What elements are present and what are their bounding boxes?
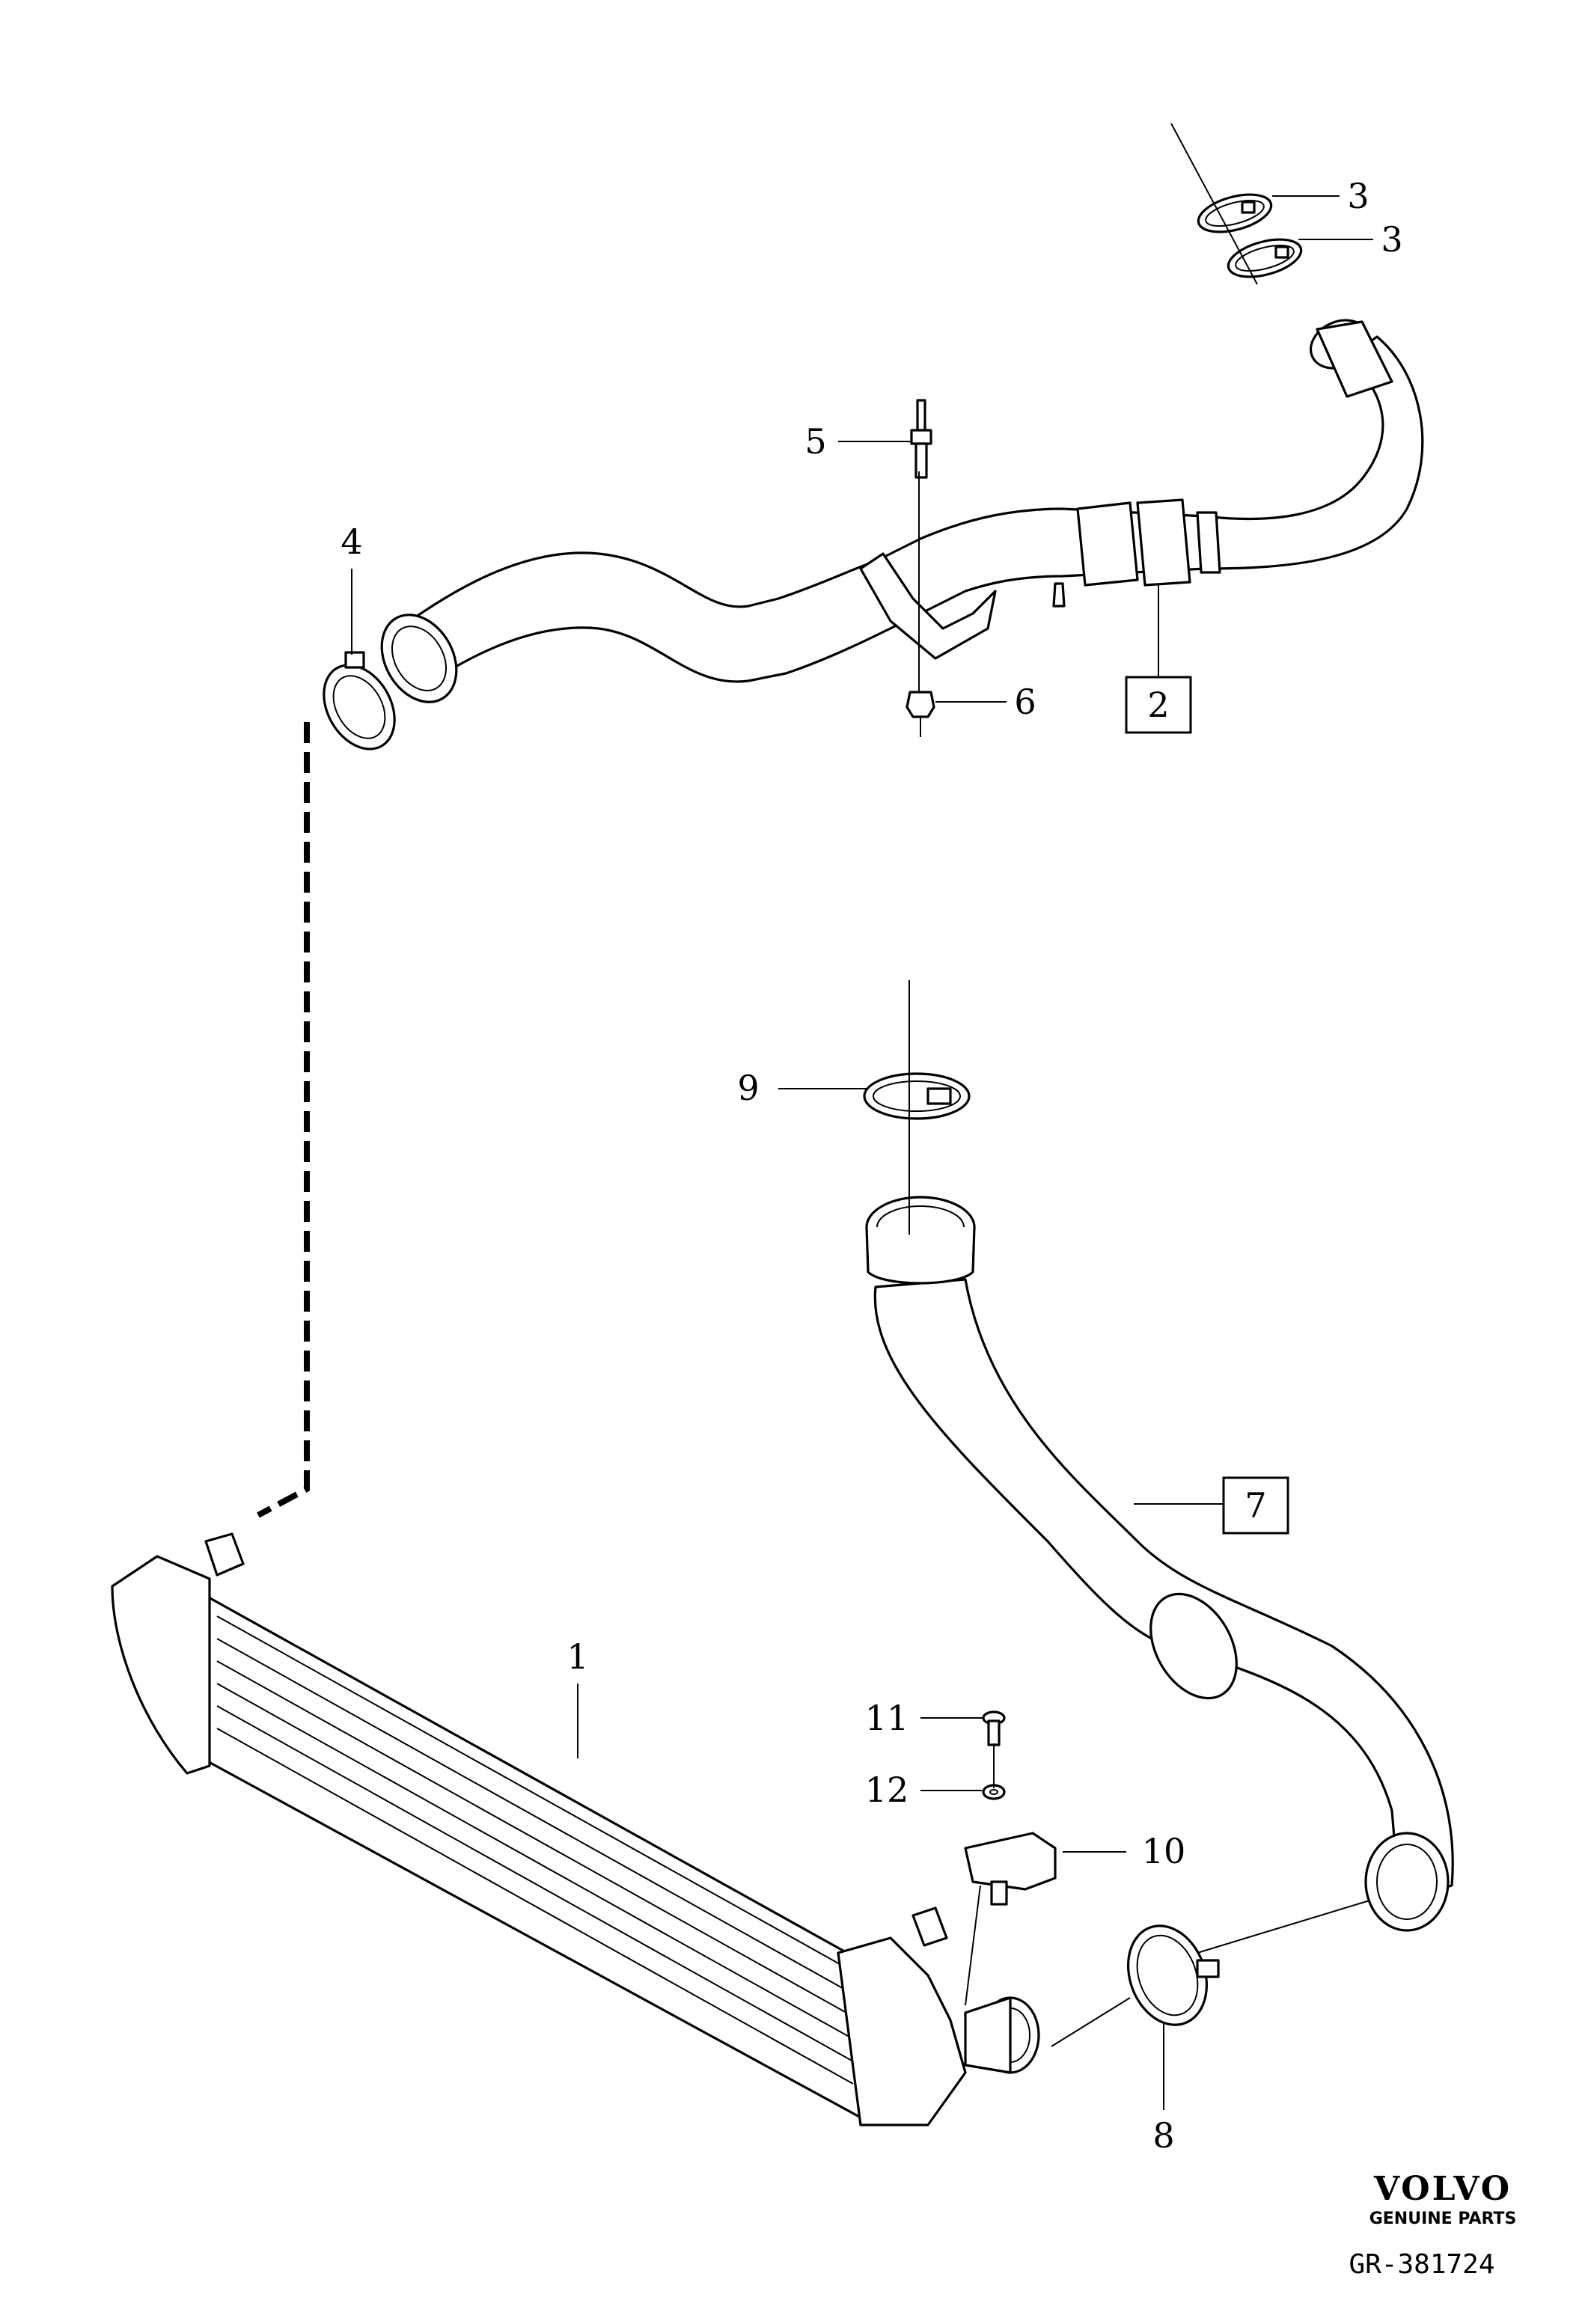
lower-charge-air-pipe: [865, 1196, 1454, 1932]
callout-9: 9: [737, 1068, 759, 1108]
callout-3b: 3: [1381, 219, 1402, 260]
brand-subtitle: GENUINE PARTS: [1369, 2210, 1517, 2228]
stud-5: [910, 399, 932, 479]
intercooler: [111, 1532, 1040, 2126]
upper-charge-air-pipe: [380, 319, 1424, 703]
callout-1: 1: [567, 1636, 588, 1677]
assembly-lines: [257, 123, 1370, 2047]
callout-8: 8: [1152, 2115, 1174, 2156]
hose-clamp-4: [323, 651, 396, 750]
callout-7-box: [1222, 1476, 1289, 1535]
branding: VOLVO GENUINE PARTS GR-381724: [1349, 2170, 1516, 2280]
callout-2: 2: [1147, 685, 1169, 725]
hose-clamp-8: [1126, 1924, 1220, 2026]
hose-clamp-9: [863, 1072, 971, 1120]
callout-11: 11: [865, 1698, 909, 1738]
callout-leaders: [351, 195, 1373, 2110]
callout-5: 5: [804, 421, 826, 462]
callout-7: 7: [1245, 1485, 1266, 1526]
hose-clamp-3b: [1227, 238, 1303, 278]
callout-2-box: [1125, 676, 1192, 734]
hose-clamp-3a: [1197, 193, 1273, 233]
callouts: 1 2 3 3 4 5 6 7 8 9 10 11 12: [341, 176, 1402, 2156]
diagram-reference: GR-381724: [1349, 2249, 1494, 2280]
callout-6: 6: [1014, 682, 1036, 722]
pressure-sensor-10: [964, 1832, 1057, 1906]
callout-10: 10: [1142, 1831, 1186, 1871]
callout-4: 4: [341, 522, 362, 562]
callout-12: 12: [865, 1770, 909, 1810]
bolt-11: [982, 1710, 1006, 1746]
brand-logo: VOLVO: [1373, 2170, 1512, 2208]
nut-6: [906, 691, 935, 718]
washer-12: [982, 1784, 1006, 1800]
callout-3a: 3: [1347, 176, 1369, 216]
